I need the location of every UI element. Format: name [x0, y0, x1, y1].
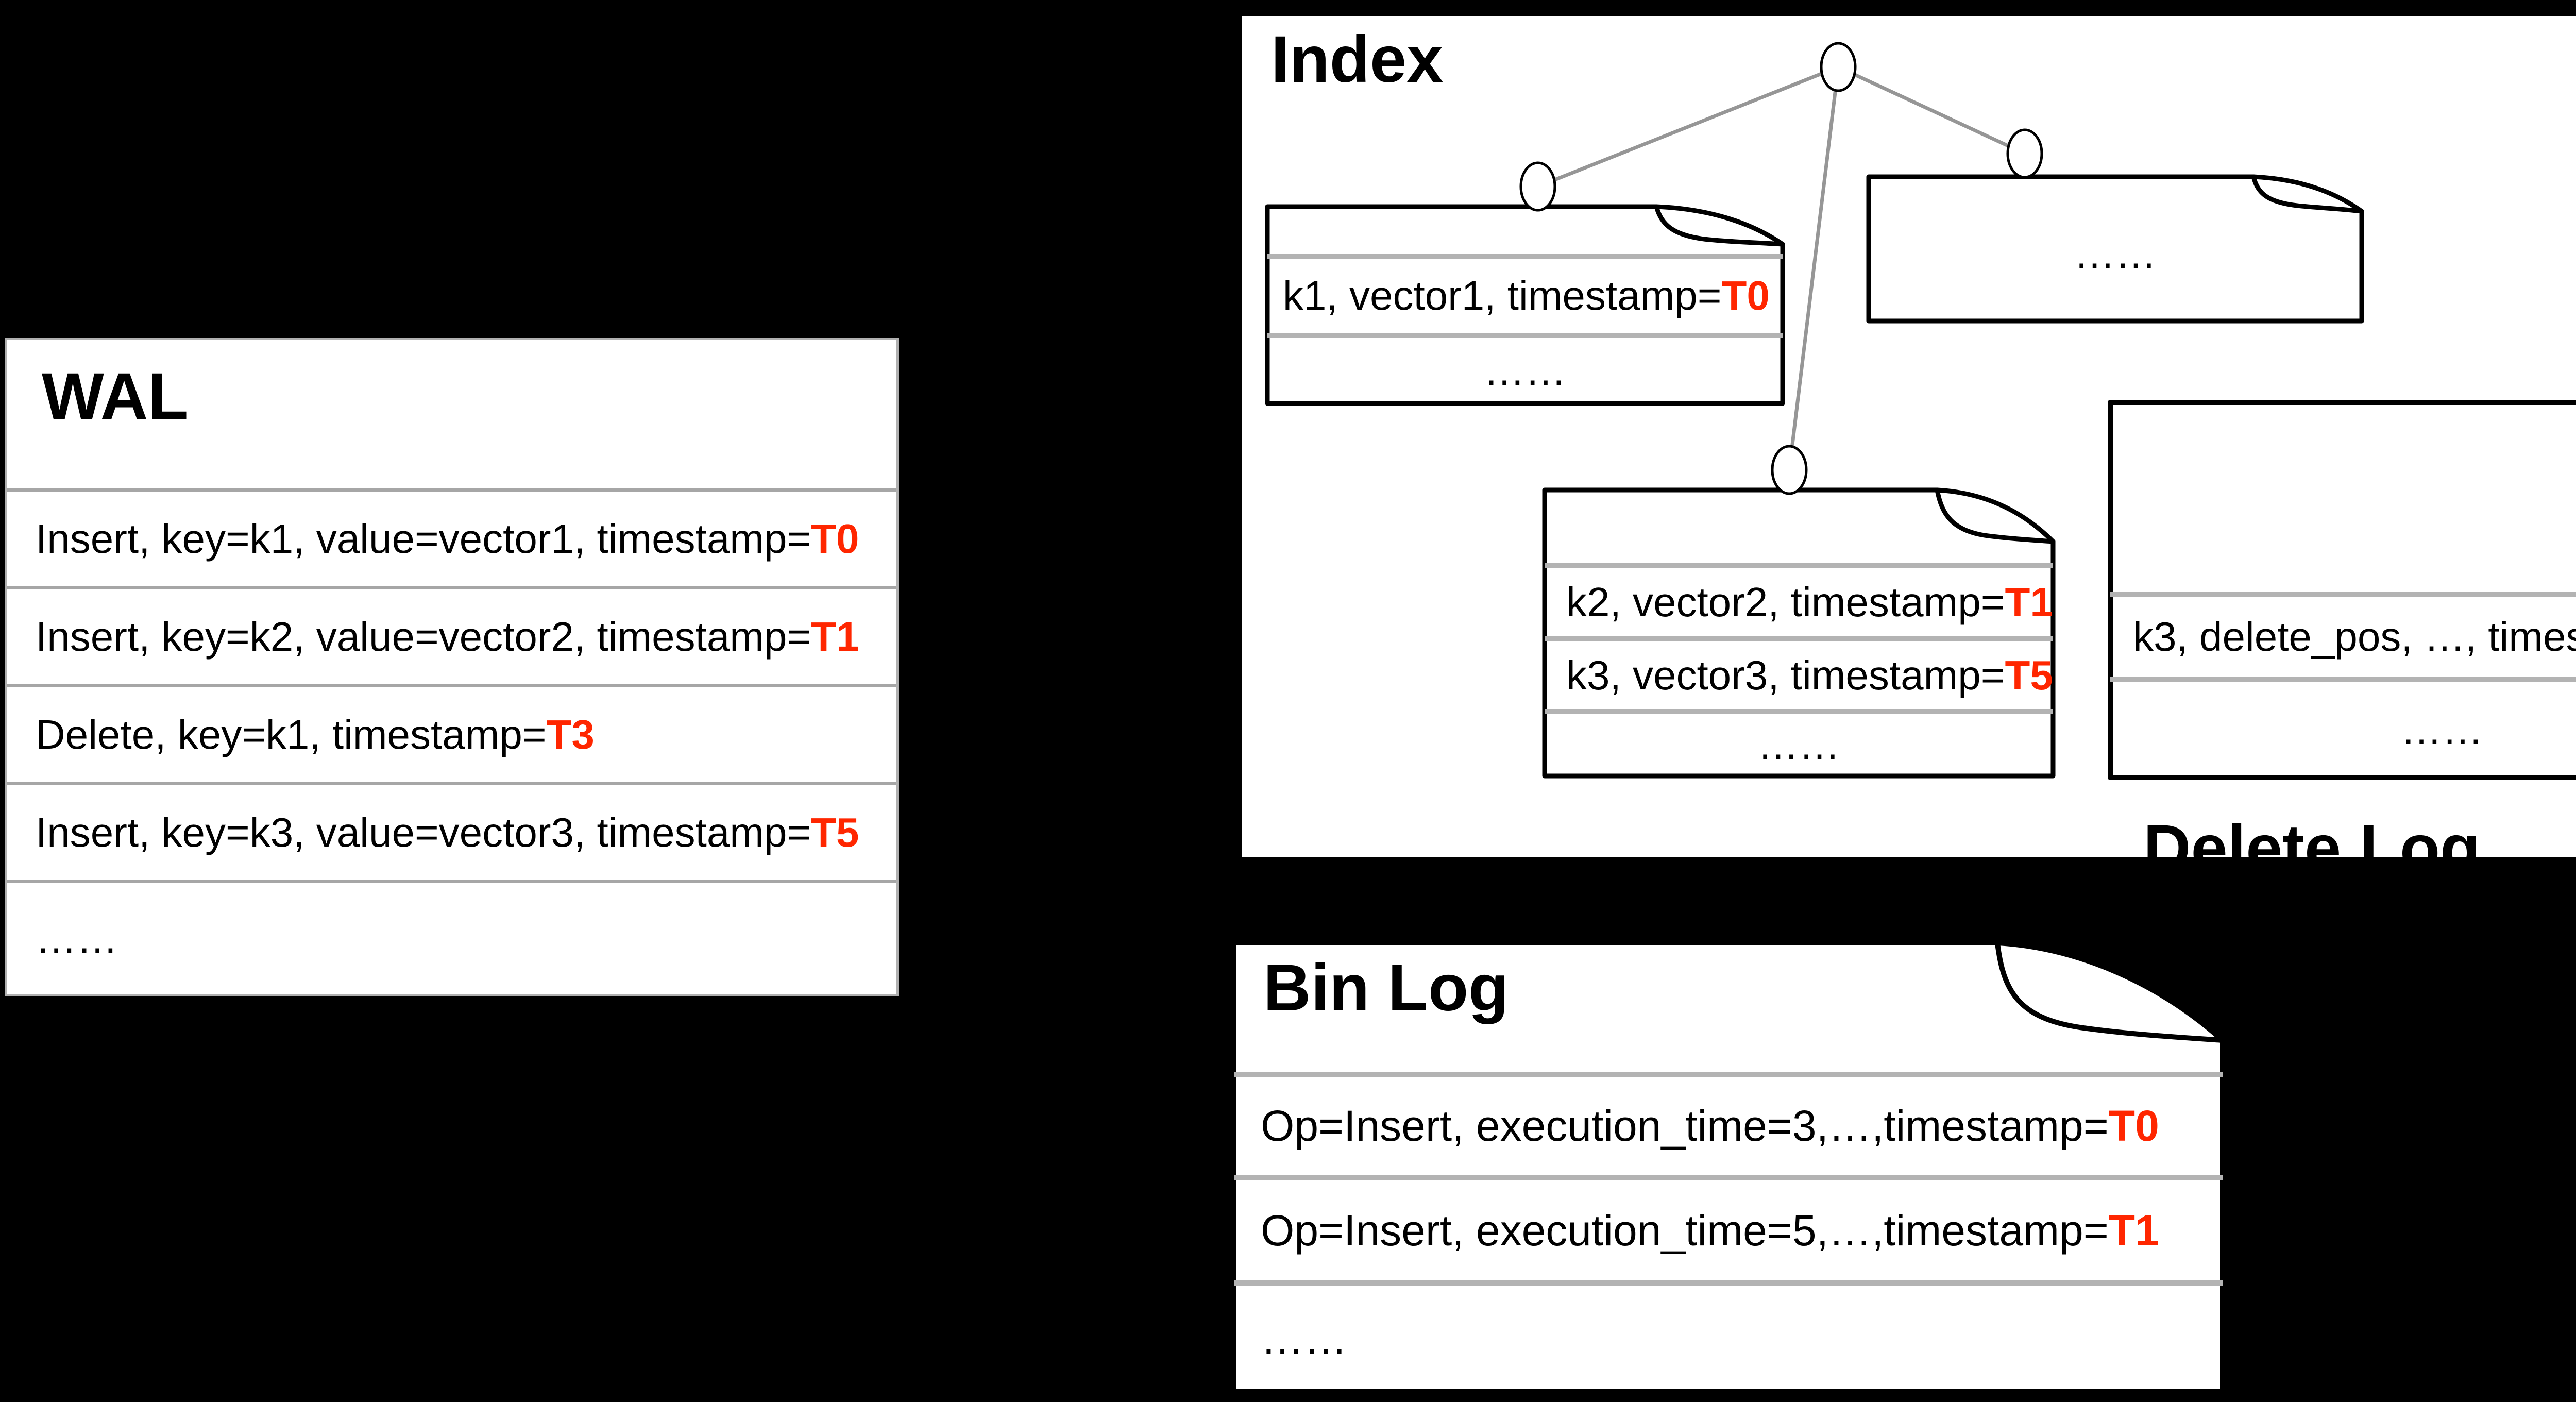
wal-row-text: Insert, key=k1, value=vector1, timestamp… — [36, 515, 811, 562]
document-outline — [1542, 487, 2056, 779]
index-segment-doc-right: …… — [1866, 174, 2364, 324]
document-outline — [1231, 940, 2225, 1394]
ellipsis-text: …… — [2074, 231, 2157, 277]
ellipsis-text: …… — [36, 915, 118, 961]
page-shape — [1231, 940, 2225, 1394]
document-outline — [1866, 174, 2364, 324]
segment-ellipsis-row: …… — [1542, 712, 2056, 779]
delete-log-ellipsis-row: …… — [2107, 679, 2576, 781]
page-fold-icon — [1995, 940, 2225, 1043]
timestamp-token: T5 — [2005, 652, 2053, 698]
bin-log-doc: Bin Log Op=Insert, execution_time=3,…,ti… — [1231, 940, 2226, 1394]
wal-log-row: Insert, key=k3, value=vector3, timestamp… — [7, 782, 896, 880]
segment-row-text: k3, vector3, timestamp= — [1566, 652, 2005, 698]
timestamp-token: T1 — [811, 613, 859, 660]
delete-log-row-text: k3, delete_pos, …, timestamp= — [2133, 613, 2576, 660]
ellipsis-text: …… — [2401, 706, 2483, 753]
segment-ellipsis-row: …… — [1866, 184, 2364, 324]
page-fold-icon — [1935, 487, 2056, 544]
delete-log-title: Delete Log — [2143, 812, 2481, 885]
segment-row-text: k2, vector2, timestamp= — [1566, 579, 2005, 625]
timestamp-token: T5 — [811, 809, 859, 855]
wal-row-text: Insert, key=k2, value=vector2, timestamp… — [36, 613, 811, 660]
page-fold-icon — [1654, 204, 1785, 247]
segment-row-text: k1, vector1, timestamp= — [1283, 273, 1722, 318]
timestamp-token: T3 — [546, 711, 595, 757]
timestamp-token: T0 — [811, 515, 859, 562]
timestamp-token: T0 — [2108, 1102, 2159, 1150]
delete-log-row: k3, delete_pos, …, timestamp=T3 — [2107, 594, 2576, 679]
bin-log-ellipsis-row: …… — [1231, 1283, 2226, 1394]
index-segment-doc-left: k1, vector1, timestamp=T0 …… — [1265, 204, 1785, 406]
wal-title-band: WAL — [7, 340, 896, 488]
ellipsis-text: …… — [1757, 722, 1840, 768]
timestamp-token: T1 — [2108, 1206, 2159, 1255]
document-outline — [1265, 204, 1785, 406]
segment-row: k2, vector2, timestamp=T1 — [1542, 565, 2056, 639]
bin-log-row-text: Op=Insert, execution_time=5,…,timestamp= — [1261, 1206, 2109, 1255]
wal-log-row: Insert, key=k1, value=vector1, timestamp… — [7, 488, 896, 586]
page-fold-icon — [2251, 174, 2364, 214]
page-shape — [2108, 400, 2576, 780]
bin-log-row-text: Op=Insert, execution_time=3,…,timestamp= — [1261, 1102, 2109, 1150]
timestamp-token: T1 — [2005, 579, 2053, 625]
segment-ellipsis-row: …… — [1265, 335, 1785, 406]
timestamp-token: T0 — [1721, 273, 1770, 318]
wal-row-text: Insert, key=k3, value=vector3, timestamp… — [36, 809, 811, 855]
ellipsis-text: …… — [1484, 347, 1566, 394]
ellipsis-text: …… — [1261, 1314, 1347, 1363]
segment-row: k3, vector3, timestamp=T5 — [1542, 639, 2056, 712]
bin-log-title: Bin Log — [1263, 951, 1509, 1025]
bin-log-row: Op=Insert, execution_time=3,…,timestamp=… — [1231, 1074, 2226, 1178]
document-outline — [2108, 400, 2576, 780]
index-title: Index — [1271, 23, 1444, 96]
wal-log-row: Insert, key=k2, value=vector2, timestamp… — [7, 586, 896, 684]
bin-log-row: Op=Insert, execution_time=5,…,timestamp=… — [1231, 1178, 2226, 1283]
wal-panel: WAL Insert, key=k1, value=vector1, times… — [5, 338, 899, 996]
segment-row: k1, vector1, timestamp=T0 — [1265, 256, 1785, 335]
wal-ellipsis-row: …… — [7, 880, 896, 994]
wal-log-row: Delete, key=k1, timestamp=T3 — [7, 684, 896, 782]
wal-title: WAL — [42, 360, 189, 433]
index-segment-doc-middle: k2, vector2, timestamp=T1 k3, vector3, t… — [1542, 487, 2056, 779]
wal-row-text: Delete, key=k1, timestamp= — [36, 711, 547, 757]
delete-log-doc: Delete Log k3, delete_pos, …, timestamp=… — [2107, 399, 2576, 882]
